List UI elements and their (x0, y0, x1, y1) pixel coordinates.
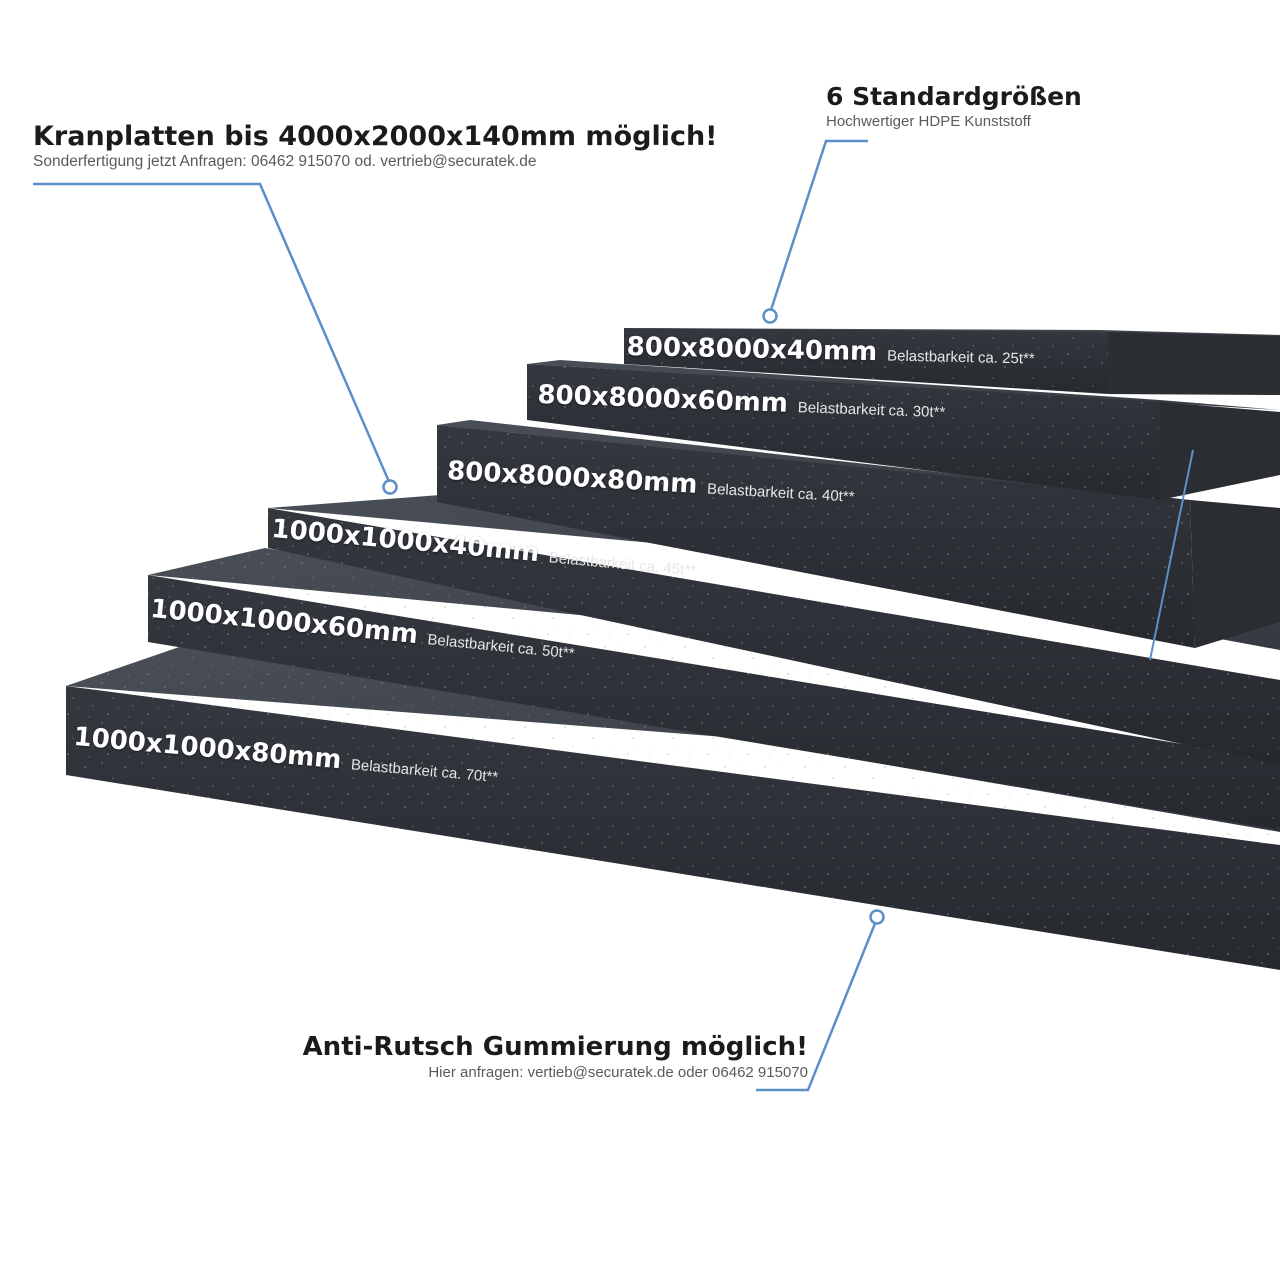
plate-6 (66, 645, 1280, 970)
standard-sizes-subtext: Hochwertiger HDPE Kunststoff (826, 112, 1031, 130)
callout-standard-sizes: 6 Standardgrößen Hochwertiger HDPE Kunst… (826, 82, 1082, 131)
standard-sizes-heading: 6 Standardgrößen (826, 82, 1082, 111)
leader-line-crane (33, 182, 398, 495)
plate-4 (268, 495, 1280, 765)
plate-capacity: Belastbarkeit ca. 25t** (886, 347, 1035, 368)
plate-capacity: Belastbarkeit ca. 30t** (797, 399, 946, 422)
plate-1 (624, 328, 1280, 395)
leader-line-stack (1149, 449, 1194, 661)
anti-slip-subtext: Hier anfragen: vertieb@securatek.de oder… (428, 1063, 808, 1081)
callout-anti-slip: Anti-Rutsch Gummierung möglich! Hier anf… (302, 1032, 808, 1082)
crane-plates-heading: Kranplatten bis 4000x2000x140mm möglich! (33, 121, 718, 152)
leader-line-rubber (756, 909, 885, 1092)
plate-2 (527, 360, 1280, 500)
callout-crane-plates: Kranplatten bis 4000x2000x140mm möglich!… (33, 121, 718, 172)
crane-plates-subtext: Sonderfertigung jetzt Anfragen: 06462 91… (33, 153, 537, 171)
leader-line-standard (762, 139, 868, 324)
plate-size: 800x8000x40mm (626, 332, 878, 368)
anti-slip-heading: Anti-Rutsch Gummierung möglich! (302, 1032, 808, 1062)
plate-5 (148, 548, 1280, 830)
